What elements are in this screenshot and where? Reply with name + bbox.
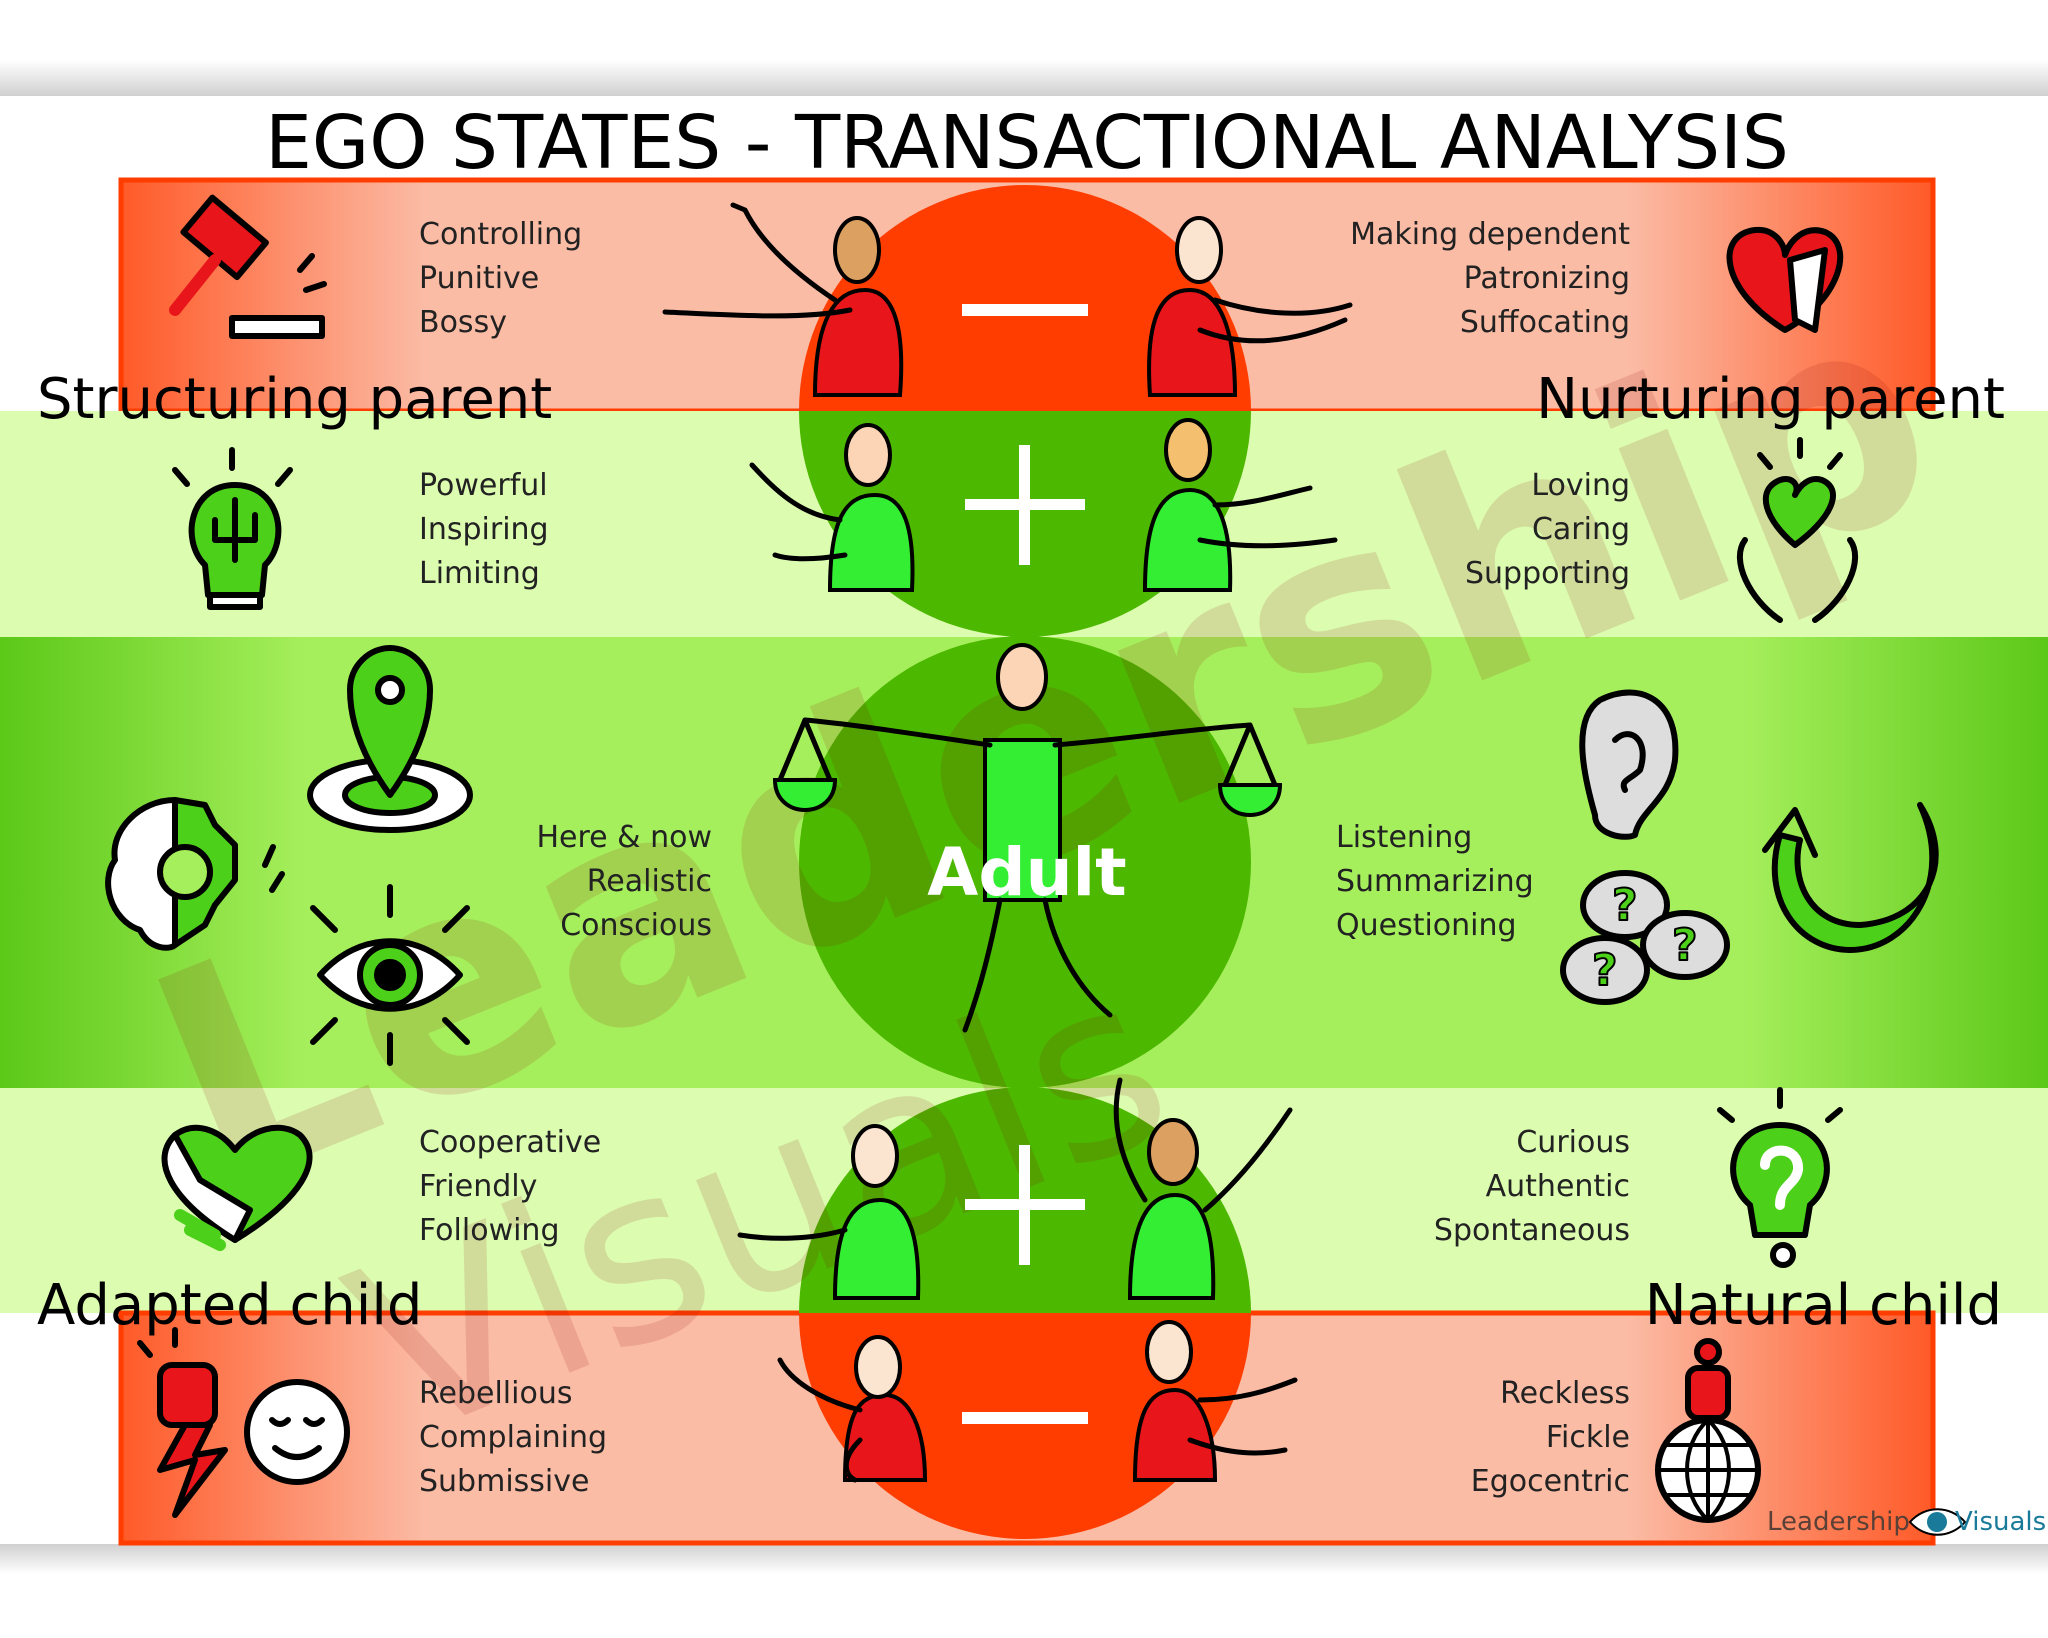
figure-structuring-positive (749, 423, 915, 592)
adult-right-list: Listening Summarizing Questioning (1336, 820, 1534, 943)
gavel-icon (169, 194, 327, 339)
bottom-shadow (0, 1544, 2048, 1574)
structuring-parent-label: Structuring parent (37, 367, 552, 432)
svg-text:Questioning: Questioning (1336, 908, 1517, 943)
svg-text:?: ? (1612, 880, 1638, 931)
adult-label: Adult (927, 834, 1126, 911)
plus-sign-parent (965, 445, 1085, 565)
adapted-child-label: Adapted child (37, 1273, 422, 1338)
svg-text:Curious: Curious (1516, 1125, 1630, 1160)
brain-gear-icon (105, 797, 285, 951)
svg-text:Caring: Caring (1532, 512, 1630, 547)
content-smiley-icon (244, 1379, 350, 1485)
svg-text:Submissive: Submissive (419, 1464, 589, 1499)
adult-left-list: Here & now Realistic Conscious (536, 820, 712, 943)
heart-hand-icon (1726, 226, 1844, 333)
location-pin-icon (307, 645, 473, 833)
svg-text:Visuals: Visuals (1955, 1507, 2046, 1537)
svg-text:Patronizing: Patronizing (1464, 261, 1630, 296)
top-shadow (0, 60, 2048, 96)
svg-text:Spontaneous: Spontaneous (1434, 1213, 1630, 1248)
natural-child-label: Natural child (1645, 1273, 2002, 1338)
adapted-positive-list: Cooperative Friendly Following (419, 1125, 601, 1248)
svg-text:Loving: Loving (1531, 468, 1630, 503)
svg-text:Leadership: Leadership (1767, 1507, 1910, 1537)
svg-text:Supporting: Supporting (1465, 556, 1630, 591)
nurturing-positive-list: Loving Caring Supporting (1465, 468, 1630, 591)
svg-text:Egocentric: Egocentric (1471, 1464, 1630, 1499)
figure-adapted-negative (777, 1335, 928, 1483)
svg-text:Friendly: Friendly (419, 1169, 537, 1204)
nurturing-negative-list: Making dependent Patronizing Suffocating (1350, 217, 1630, 340)
question-bulb-icon (1717, 1087, 1843, 1268)
svg-text:Limiting: Limiting (419, 556, 540, 591)
nurturing-parent-label: Nurturing parent (1536, 367, 2005, 432)
figure-nurturing-positive (1142, 418, 1338, 592)
figure-natural-negative (1132, 1320, 1298, 1482)
fist-icon (137, 1327, 228, 1518)
svg-text:Controlling: Controlling (419, 217, 582, 252)
handshake-heart-icon (161, 1124, 313, 1251)
svg-text:Summarizing: Summarizing (1336, 864, 1534, 899)
figure-adapted-positive (737, 1124, 921, 1300)
svg-text:?: ? (1592, 945, 1618, 996)
figure-nurturing-negative (1147, 216, 1353, 397)
natural-positive-list: Curious Authentic Spontaneous (1434, 1125, 1630, 1248)
figure-adult (772, 643, 1283, 1033)
eye-vision-icon (310, 884, 470, 1066)
svg-text:Punitive: Punitive (419, 261, 539, 296)
page-title: EGO STATES - TRANSACTIONAL ANALYSIS (265, 100, 1789, 186)
person-on-globe-icon (1655, 1338, 1761, 1523)
leadership-visuals-logo: Leadership Visuals (1767, 1507, 2046, 1537)
structuring-positive-list: Powerful Inspiring Limiting (419, 468, 549, 591)
svg-text:Authentic: Authentic (1486, 1169, 1630, 1204)
svg-text:Complaining: Complaining (419, 1420, 607, 1455)
svg-text:Here & now: Here & now (536, 820, 712, 855)
svg-text:Making dependent: Making dependent (1350, 217, 1630, 252)
natural-negative-list: Reckless Fickle Egocentric (1471, 1376, 1630, 1499)
lightbulb-icon (172, 447, 293, 610)
svg-text:?: ? (1672, 920, 1698, 971)
svg-text:Cooperative: Cooperative (419, 1125, 601, 1160)
minus-sign-child (962, 1412, 1088, 1424)
svg-text:Powerful: Powerful (419, 468, 548, 503)
figure-structuring-negative (662, 202, 904, 397)
minus-sign-parent (962, 304, 1088, 316)
structuring-negative-list: Controlling Punitive Bossy (419, 217, 582, 340)
svg-text:Conscious: Conscious (560, 908, 712, 943)
svg-text:Listening: Listening (1336, 820, 1472, 855)
svg-text:Bossy: Bossy (419, 305, 507, 340)
svg-text:Following: Following (419, 1213, 560, 1248)
svg-text:Realistic: Realistic (587, 864, 712, 899)
heart-in-hands-icon (1737, 437, 1858, 623)
svg-text:Suffocating: Suffocating (1460, 305, 1630, 340)
question-bubbles-icon: ? ? ? (1560, 870, 1730, 1005)
figure-natural-positive (1113, 1077, 1293, 1300)
svg-text:Rebellious: Rebellious (419, 1376, 572, 1411)
plus-sign-child (965, 1145, 1085, 1265)
ear-icon (1579, 689, 1679, 840)
svg-text:Fickle: Fickle (1546, 1420, 1630, 1455)
svg-text:Reckless: Reckless (1500, 1376, 1630, 1411)
svg-text:Inspiring: Inspiring (419, 512, 549, 547)
adapted-negative-list: Rebellious Complaining Submissive (419, 1376, 607, 1499)
circular-arrow-icon (1762, 802, 1939, 953)
